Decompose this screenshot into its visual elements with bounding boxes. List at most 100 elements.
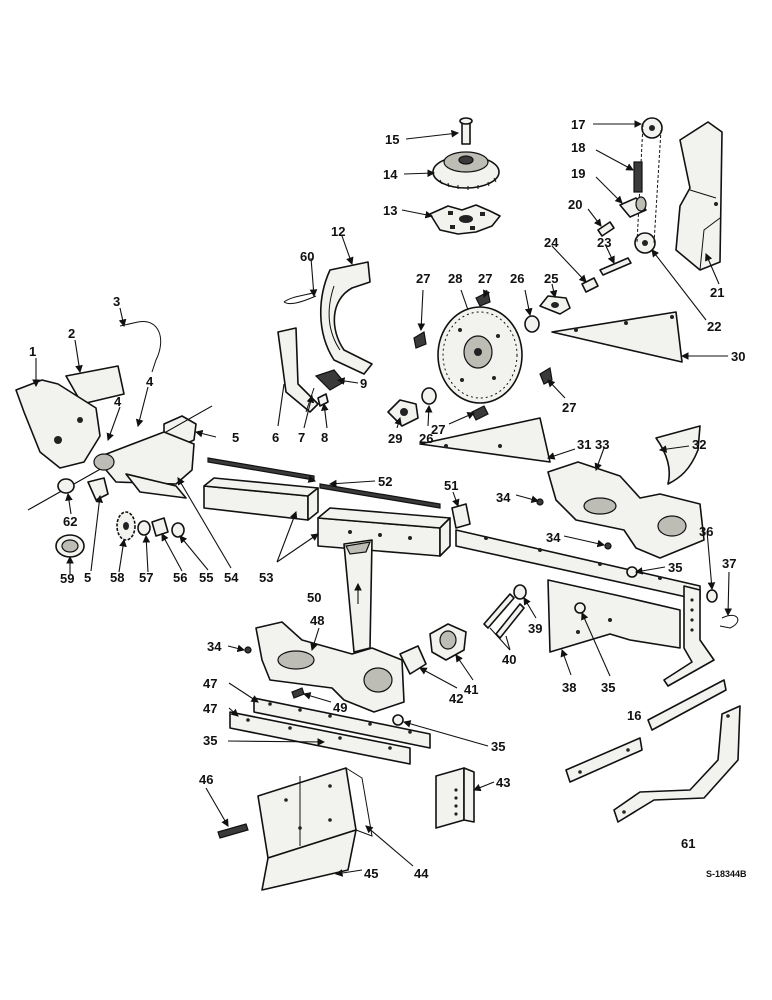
part-bearing-41 bbox=[429, 623, 467, 661]
callout-35-b: 35 bbox=[601, 680, 615, 695]
callout-45: 45 bbox=[364, 866, 378, 881]
callout-54: 54 bbox=[224, 570, 239, 585]
callout-47-lower: 47 bbox=[203, 701, 217, 716]
callout-3: 3 bbox=[113, 294, 120, 309]
part-cotter-60 bbox=[283, 291, 317, 305]
callout-38: 38 bbox=[562, 680, 576, 695]
part-nut-35-a bbox=[626, 566, 638, 578]
part-bar-47-lower bbox=[229, 711, 411, 765]
callout-30: 30 bbox=[731, 349, 745, 364]
callout-21: 21 bbox=[710, 285, 724, 300]
part-plate-13 bbox=[429, 204, 501, 235]
part-tube-53-left bbox=[203, 477, 319, 521]
callout-19: 19 bbox=[571, 166, 585, 181]
callout-22: 22 bbox=[707, 319, 721, 334]
callout-32: 32 bbox=[692, 437, 706, 452]
part-bar-52-right bbox=[319, 483, 441, 509]
callout-1: 1 bbox=[29, 344, 36, 359]
callout-61: 61 bbox=[681, 836, 695, 851]
callout-46: 46 bbox=[199, 772, 213, 787]
part-drawings bbox=[15, 117, 741, 891]
part-casting-33 bbox=[547, 461, 705, 559]
callout-51: 51 bbox=[444, 478, 458, 493]
callout-9: 9 bbox=[360, 376, 367, 391]
callout-37: 37 bbox=[722, 556, 736, 571]
callout-4-lower: 4 bbox=[114, 394, 122, 409]
part-casting-48 bbox=[255, 621, 405, 713]
part-washer-57 bbox=[137, 520, 151, 536]
part-strap-right bbox=[663, 585, 715, 687]
part-bar-52-left bbox=[207, 457, 315, 481]
callout-8: 8 bbox=[321, 430, 328, 445]
drawing-number: S-18344B bbox=[706, 869, 747, 879]
callout-27-b: 27 bbox=[478, 271, 492, 286]
part-hub-14 bbox=[432, 151, 500, 190]
part-clip-27-d bbox=[471, 405, 489, 421]
callout-24: 24 bbox=[544, 235, 559, 250]
part-bolt-34-a bbox=[536, 498, 544, 506]
part-bolt-15 bbox=[459, 117, 473, 145]
part-gear-58 bbox=[116, 511, 136, 541]
part-housing-12 bbox=[319, 261, 373, 375]
callout-20: 20 bbox=[568, 197, 582, 212]
part-bolt-40-b bbox=[495, 603, 525, 639]
callout-27-d: 27 bbox=[431, 422, 445, 437]
callout-28: 28 bbox=[448, 271, 462, 286]
callout-57: 57 bbox=[139, 570, 153, 585]
part-bearing-29 bbox=[387, 399, 419, 427]
callout-58: 58 bbox=[110, 570, 124, 585]
callout-48: 48 bbox=[310, 613, 324, 628]
part-spout-32 bbox=[655, 425, 701, 485]
callout-16: 16 bbox=[627, 708, 641, 723]
callout-36: 36 bbox=[699, 524, 713, 539]
callout-5-lower: 5 bbox=[84, 570, 91, 585]
callout-53: 53 bbox=[259, 570, 273, 585]
part-bushing-51 bbox=[451, 503, 471, 529]
part-nut-35-b bbox=[574, 602, 586, 614]
callout-14: 14 bbox=[383, 167, 398, 182]
part-flat-bar-16 bbox=[565, 737, 643, 783]
part-strip-46 bbox=[217, 823, 249, 839]
part-screw-49 bbox=[291, 687, 305, 699]
part-screw-8 bbox=[317, 393, 329, 407]
callout-34-c: 34 bbox=[207, 639, 222, 654]
part-casting-1 bbox=[15, 379, 101, 469]
callout-42: 42 bbox=[449, 691, 463, 706]
callout-6: 6 bbox=[272, 430, 279, 445]
callout-35-d: 35 bbox=[491, 739, 505, 754]
callout-7: 7 bbox=[298, 430, 305, 445]
callout-4-upper: 4 bbox=[146, 374, 154, 389]
part-bracket-43 bbox=[435, 767, 475, 829]
part-flange-5-lower bbox=[87, 477, 109, 501]
callout-26-upper: 26 bbox=[510, 271, 524, 286]
callout-50: 50 bbox=[307, 590, 321, 605]
callout-39: 39 bbox=[528, 621, 542, 636]
callout-62: 62 bbox=[63, 514, 77, 529]
part-clip-27-b bbox=[475, 291, 491, 307]
callout-56: 56 bbox=[173, 570, 187, 585]
part-sprocket-59 bbox=[55, 534, 85, 558]
part-strap-61 bbox=[613, 679, 741, 823]
part-chain-drive bbox=[633, 117, 663, 254]
callout-27-a: 27 bbox=[416, 271, 430, 286]
callout-41: 41 bbox=[464, 682, 478, 697]
part-pin-20 bbox=[597, 221, 615, 237]
part-bracket-6 bbox=[277, 327, 319, 413]
part-bearing-25 bbox=[539, 295, 571, 315]
callout-49: 49 bbox=[333, 700, 347, 715]
part-bolt-34-c bbox=[244, 646, 252, 654]
part-chain-guard-21 bbox=[675, 121, 723, 271]
part-bolt-40-a bbox=[483, 593, 515, 629]
part-nut-26-upper bbox=[524, 315, 540, 333]
part-bushing-24 bbox=[581, 277, 599, 293]
part-cover-2 bbox=[65, 365, 125, 405]
part-shield-31 bbox=[419, 417, 551, 463]
callout-5-upper: 5 bbox=[232, 430, 239, 445]
callout-12: 12 bbox=[331, 224, 345, 239]
part-clip-27-a bbox=[413, 331, 427, 349]
callout-23: 23 bbox=[597, 235, 611, 250]
part-nut-39 bbox=[513, 584, 527, 600]
callout-13: 13 bbox=[383, 203, 397, 218]
part-bolt-34-b bbox=[604, 542, 612, 550]
callout-43: 43 bbox=[496, 775, 510, 790]
